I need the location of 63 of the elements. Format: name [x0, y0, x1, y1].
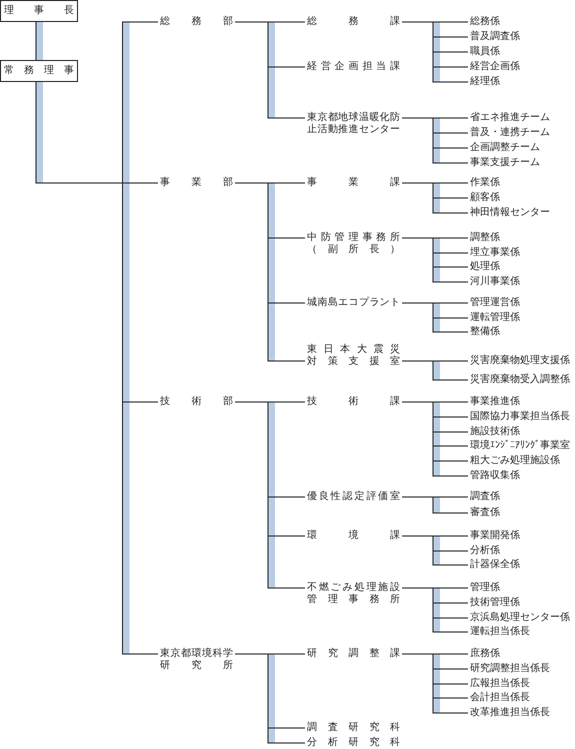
section-label: 優良性認定評価室 [307, 491, 400, 503]
connector-line [402, 360, 468, 380]
unit-label: 事業開発係 [470, 530, 520, 542]
unit-label: 経営企画係 [470, 61, 520, 73]
unit-label: 改革推進担当係長 [470, 707, 550, 719]
unit-label: 普及調査係 [470, 31, 520, 43]
department-label: 事業部 [160, 177, 233, 189]
unit-label: 環境ｴﾝｼﾞﾆｱﾘﾝｸﾞ事業室 [470, 440, 570, 452]
unit-label: 省エネ推進チーム [470, 112, 550, 124]
section-label: 技術課 [307, 396, 400, 408]
unit-label: 国際協力事業担当係長 [470, 411, 570, 423]
section-label: 東日本大震災対策支援室 [307, 344, 400, 368]
section-label: 環境課 [307, 530, 400, 542]
unit-label: 計器保全係 [470, 559, 520, 571]
section-label: 不燃ごみ処理施設管理事務所 [307, 582, 400, 606]
unit-label: 技術管理係 [470, 597, 520, 609]
department-label: 東京都環境科学研究所 [160, 648, 233, 672]
section-label: 東京都地球温暖化防止活動推進センター [307, 112, 400, 136]
unit-label: 顧客係 [470, 192, 500, 204]
unit-label: 広報担当係長 [470, 678, 530, 690]
unit-label: 処理係 [470, 261, 500, 273]
unit-label: 企画調整チーム [470, 142, 540, 154]
unit-label: 調査係 [470, 491, 500, 503]
unit-label: 審査係 [470, 507, 500, 519]
unit-label: 職員係 [470, 46, 500, 58]
unit-label: 埋立事業係 [470, 247, 520, 259]
connector-line [402, 496, 468, 514]
unit-label: 分析係 [470, 545, 500, 557]
unit-label: 事業推進係 [470, 396, 520, 408]
unit-label: 災害廃棄物処理支援係 [470, 355, 570, 367]
unit-label: 庶務係 [470, 648, 500, 660]
position-box: 常務理事 [0, 60, 78, 82]
unit-label: 運転担当係長 [470, 626, 530, 638]
unit-label: 京浜島処理センター係 [470, 612, 570, 624]
section-label: 研究調整課 [307, 648, 400, 660]
department-label: 総務部 [160, 16, 233, 28]
position-box: 理事長 [0, 0, 78, 22]
unit-label: 会計担当係長 [470, 692, 530, 704]
unit-label: 管理係 [470, 582, 500, 594]
unit-label: 河川事業係 [470, 276, 520, 288]
unit-label: 管理運営係 [470, 297, 520, 309]
unit-label: 神田情報センター [470, 207, 550, 219]
section-label: 分析研究科 [307, 737, 400, 749]
department-label: 技術部 [160, 396, 233, 408]
unit-label: 粗大ごみ処理施設係 [470, 455, 560, 467]
section-label: 中防管理事務所（副所長） [307, 232, 400, 256]
unit-label: 事業支援チーム [470, 157, 540, 169]
unit-label: 管路収集係 [470, 470, 520, 482]
unit-label: 調整係 [470, 232, 500, 244]
unit-label: 運転管理係 [470, 312, 520, 324]
section-label: 総務課 [307, 16, 400, 28]
section-label: 城南島エコプラント [307, 297, 400, 309]
section-label: 経営企画担当課 [307, 61, 400, 73]
unit-label: 整備係 [470, 326, 500, 338]
unit-label: 総務係 [470, 16, 500, 28]
unit-label: 作業係 [470, 177, 500, 189]
unit-label: 普及・連携チーム [470, 127, 550, 139]
unit-label: 経理係 [470, 76, 500, 88]
unit-label: 災害廃棄物受入調整係 [470, 374, 570, 386]
section-label: 調査研究科 [307, 722, 400, 734]
unit-label: 施設技術係 [470, 426, 520, 438]
unit-label: 研究調整担当係長 [470, 663, 550, 675]
section-label: 事業課 [307, 177, 400, 189]
